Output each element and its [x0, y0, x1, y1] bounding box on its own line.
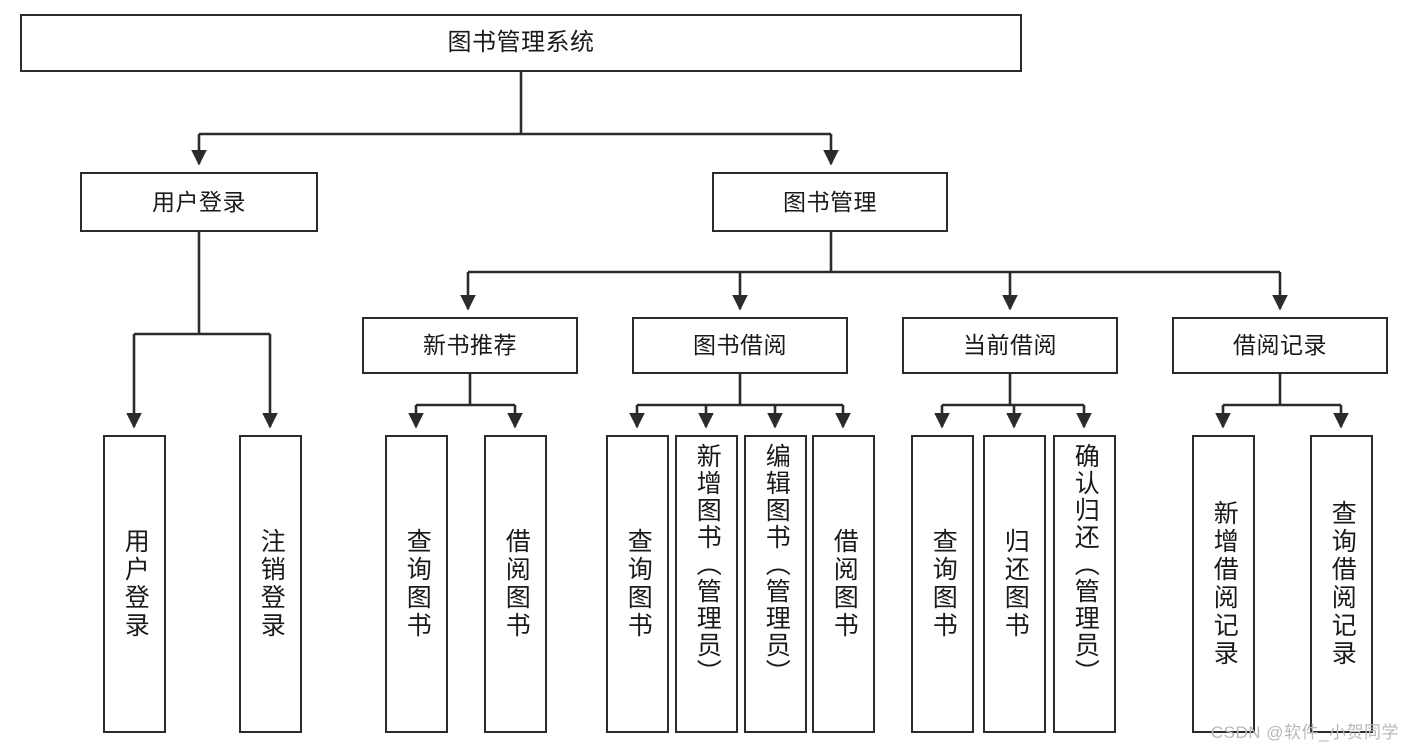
leaf-query-book-rec[interactable]: 查询图书	[385, 435, 448, 733]
node-user-login-label: 用户登录	[152, 188, 246, 215]
leaf-query-book-current[interactable]: 查询图书	[911, 435, 974, 733]
leaf-query-book-rec-label: 查询图书	[403, 528, 432, 640]
node-book-borrow-label: 图书借阅	[693, 332, 787, 358]
leaf-user-login[interactable]: 用户登录	[103, 435, 166, 733]
node-new-book-recommend-label: 新书推荐	[423, 332, 517, 358]
leaf-logout[interactable]: 注销登录	[239, 435, 302, 733]
leaf-add-borrow-record-label: 新增借阅记录	[1210, 500, 1239, 668]
node-root[interactable]: 图书管理系统	[20, 14, 1022, 72]
leaf-query-book-current-label: 查询图书	[929, 528, 958, 640]
leaf-add-borrow-record[interactable]: 新增借阅记录	[1192, 435, 1255, 733]
leaf-confirm-return-admin-label: 确认归还（管理员）	[1071, 443, 1100, 686]
node-book-management-label: 图书管理	[783, 188, 877, 215]
node-root-label: 图书管理系统	[447, 29, 595, 56]
watermark: CSDN @软件_小贺同学	[1210, 723, 1399, 742]
leaf-return-book[interactable]: 归还图书	[983, 435, 1046, 733]
leaf-return-book-label: 归还图书	[1001, 528, 1030, 640]
leaf-confirm-return-admin[interactable]: 确认归还（管理员）	[1053, 435, 1116, 733]
leaf-query-borrow-record[interactable]: 查询借阅记录	[1310, 435, 1373, 733]
leaf-query-book-borrow[interactable]: 查询图书	[606, 435, 669, 733]
node-current-borrow[interactable]: 当前借阅	[902, 317, 1118, 374]
leaf-borrow-book-label: 借阅图书	[830, 528, 859, 640]
leaf-query-borrow-record-label: 查询借阅记录	[1328, 500, 1357, 668]
node-borrow-record[interactable]: 借阅记录	[1172, 317, 1388, 374]
node-new-book-recommend[interactable]: 新书推荐	[362, 317, 578, 374]
leaf-edit-book-admin-label: 编辑图书（管理员）	[762, 443, 791, 686]
node-user-login[interactable]: 用户登录	[80, 172, 318, 232]
leaf-query-book-borrow-label: 查询图书	[624, 528, 653, 640]
node-book-management[interactable]: 图书管理	[712, 172, 948, 232]
leaf-borrow-book-rec[interactable]: 借阅图书	[484, 435, 547, 733]
leaf-add-book-admin[interactable]: 新增图书（管理员）	[675, 435, 738, 733]
leaf-user-login-label: 用户登录	[121, 528, 150, 640]
node-book-borrow[interactable]: 图书借阅	[632, 317, 848, 374]
leaf-logout-label: 注销登录	[257, 528, 286, 640]
leaf-borrow-book[interactable]: 借阅图书	[812, 435, 875, 733]
node-borrow-record-label: 借阅记录	[1233, 332, 1327, 358]
leaf-add-book-admin-label: 新增图书（管理员）	[693, 443, 722, 686]
leaf-borrow-book-rec-label: 借阅图书	[502, 528, 531, 640]
node-current-borrow-label: 当前借阅	[963, 332, 1057, 358]
leaf-edit-book-admin[interactable]: 编辑图书（管理员）	[744, 435, 807, 733]
